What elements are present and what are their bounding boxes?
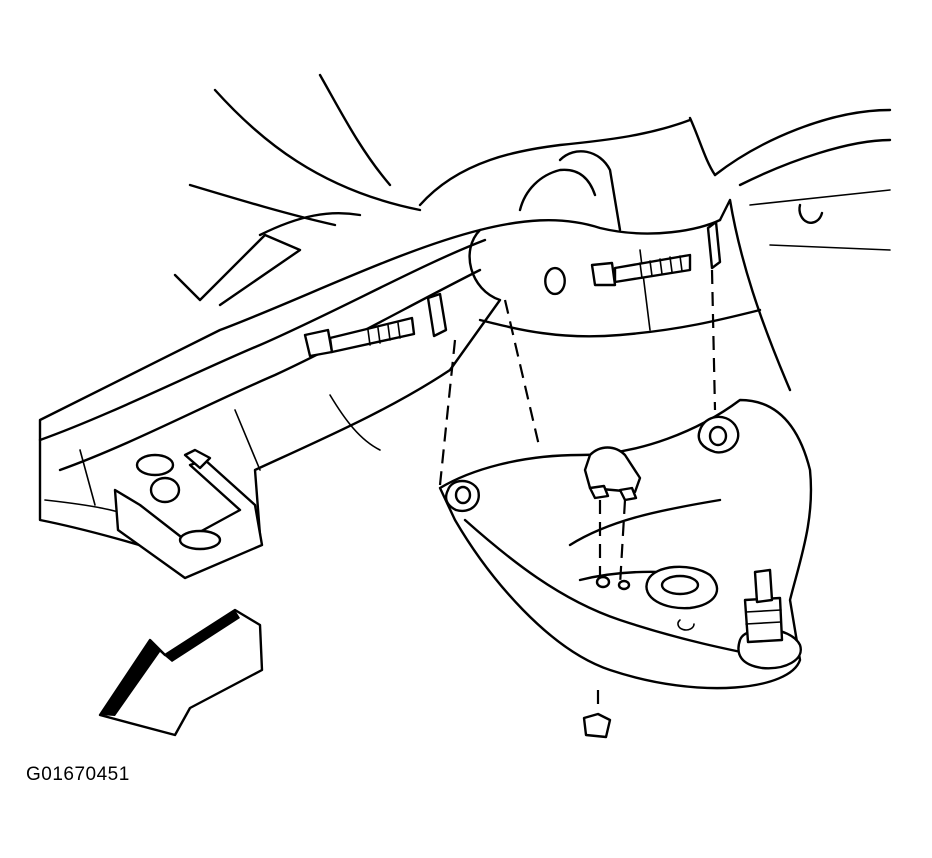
ball-joint (737, 568, 802, 670)
lower-control-arm (438, 398, 813, 690)
front-direction-arrow-icon (98, 608, 264, 737)
body-panel-lines (188, 73, 892, 251)
frame-rail (38, 212, 502, 562)
figure-code: G01670451 (26, 764, 130, 785)
bumper-stop (583, 446, 642, 502)
arm-mount-holes (595, 575, 631, 591)
rear-bolt (544, 220, 722, 296)
lower-nut (582, 712, 612, 739)
frame-bracket (113, 448, 264, 580)
alignment-lines (438, 269, 717, 712)
front-bolt (303, 292, 448, 358)
